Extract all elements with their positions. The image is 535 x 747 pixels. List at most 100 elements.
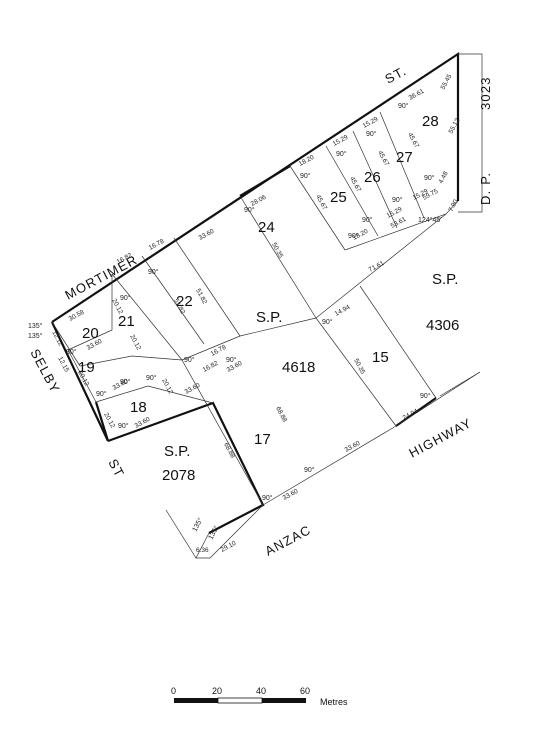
scale-bar-segment: [174, 698, 218, 703]
lot-26-27-line: [352, 130, 398, 229]
road-label-st-top: ST.: [382, 63, 409, 87]
angle-label: 90°: [184, 356, 195, 364]
lot-number-18: 18: [130, 399, 147, 416]
dim-label: 51.82: [194, 288, 208, 306]
dim-label: 20.12: [128, 334, 142, 352]
scale-tick-label: 40: [256, 686, 266, 696]
lot-27-28-line: [379, 111, 425, 219]
dim-label: 18.20: [298, 154, 316, 168]
anzac-road-edge: [195, 504, 264, 559]
scale-tick-label: 20: [212, 686, 222, 696]
selby-road-edge: [165, 509, 197, 559]
scale-tick-label: 60: [300, 686, 310, 696]
lot-number-15: 15: [372, 349, 389, 366]
angle-label: 135°: [28, 322, 43, 330]
angle-label: 90°: [226, 356, 237, 364]
lot-number-19: 19: [78, 359, 95, 376]
dim-label: 28.06: [250, 194, 268, 208]
sp2078-boundary: [107, 401, 265, 534]
dim-label: 16.82: [202, 360, 220, 374]
angle-label: 90°: [300, 172, 311, 180]
angle-label: 135°: [28, 332, 43, 340]
angle-label: 90°: [120, 378, 131, 386]
sp4618-number: 4618: [282, 359, 315, 376]
cross-line-20-19: [67, 274, 113, 351]
angle-label: 90°: [118, 422, 129, 430]
angle-label: 90°: [66, 348, 77, 356]
cross-line-18: [95, 385, 214, 404]
lot-15-west-line: [315, 317, 397, 427]
lot-15-front-line: [395, 371, 481, 427]
dim-label: 33.60: [282, 488, 300, 502]
dim-label: 45.67: [406, 132, 420, 150]
lot-25-26-line: [325, 145, 379, 237]
angle-label: 90°: [322, 318, 333, 326]
dim-label: 68.88: [274, 406, 288, 424]
lot-15-east-line: [359, 285, 437, 399]
scale-bar-segment: [262, 698, 306, 703]
lot-number-20: 20: [82, 325, 99, 342]
lot-number-27: 27: [396, 149, 413, 166]
dim-label: 6.36: [196, 547, 209, 554]
lot-18-boundary-bold: [94, 401, 110, 442]
lot-number-22: 22: [176, 293, 193, 310]
angle-label: 90°: [304, 466, 315, 474]
road-label-highway: HIGHWAY: [406, 415, 474, 461]
dim-label: 50.35: [352, 358, 366, 376]
lot-24-25-line: [289, 165, 346, 251]
dim-label: 16.78: [210, 344, 228, 358]
dim-label: 55.12: [448, 117, 462, 135]
selby-frontage-line: [51, 321, 109, 442]
highway-edge-line: [439, 371, 481, 397]
dim-label: 33.60: [198, 228, 216, 242]
angle-label: 90°: [420, 392, 431, 400]
angle-label: 90°: [120, 294, 131, 302]
lot-number-24: 24: [258, 219, 275, 236]
lot-number-25: 25: [330, 189, 347, 206]
road-labels: MORTIMER ST. SELBY ST ANZAC HIGHWAY: [27, 63, 474, 559]
angle-label: 90°: [336, 150, 347, 158]
dp-box-line: [458, 53, 483, 213]
cross-line-selby: [67, 349, 97, 403]
lot-17-west-line: [181, 359, 264, 506]
lot-21-22-line: [111, 273, 183, 361]
angle-label: 90°: [392, 196, 403, 204]
scale-tick-label: 0: [171, 686, 176, 696]
angle-label: 90°: [262, 494, 273, 502]
angle-label: 90°: [348, 232, 359, 240]
dim-label: 4.48: [438, 170, 450, 185]
rear-line-7161: [315, 213, 447, 319]
dim-label: 55.45: [440, 73, 454, 91]
sp2078-label: S.P.: [164, 443, 190, 460]
sp4618-west-line: [173, 237, 241, 337]
dim-label: 29.10: [220, 540, 238, 554]
scale-unit-label: Metres: [320, 697, 348, 707]
cross-line-lot20: [51, 321, 81, 367]
angle-labels: 135° 135° 135° 135° 124°45' 90° 90° 90° …: [28, 102, 442, 541]
lot-numbers: 15 17 18 19 20 21 22 24 25 26 27 28: [78, 113, 439, 448]
dim-label: 45.67: [348, 176, 362, 194]
lots-25-28-bold: [239, 165, 291, 197]
dim-label: 71.61: [368, 260, 386, 274]
lot-number-28: 28: [422, 113, 439, 130]
sp2078-number: 2078: [162, 467, 195, 484]
sp4618-label: S.P.: [256, 309, 282, 326]
dim-label: 24.94: [402, 408, 420, 422]
dim-label: 45.67: [314, 194, 328, 212]
scale-bar: 0 20 40 60 Metres: [171, 686, 348, 707]
lot-number-17: 17: [254, 431, 271, 448]
sp4306-number: 4306: [426, 317, 459, 334]
dim-label: 33.60: [184, 382, 202, 396]
road-label-selby: SELBY: [27, 346, 63, 395]
angle-label: 90°: [398, 102, 409, 110]
dim-label: 20.12: [160, 378, 174, 396]
cross-line-19-18: [79, 355, 183, 367]
dp-label: D. P.: [478, 172, 493, 205]
lot-number-21: 21: [118, 313, 135, 330]
road-label-anzac: ANZAC: [262, 522, 313, 559]
lot-number-26: 26: [364, 169, 381, 186]
angle-label: 90°: [362, 216, 373, 224]
angle-label: 90°: [148, 268, 159, 276]
scale-bar-segment: [217, 697, 263, 704]
